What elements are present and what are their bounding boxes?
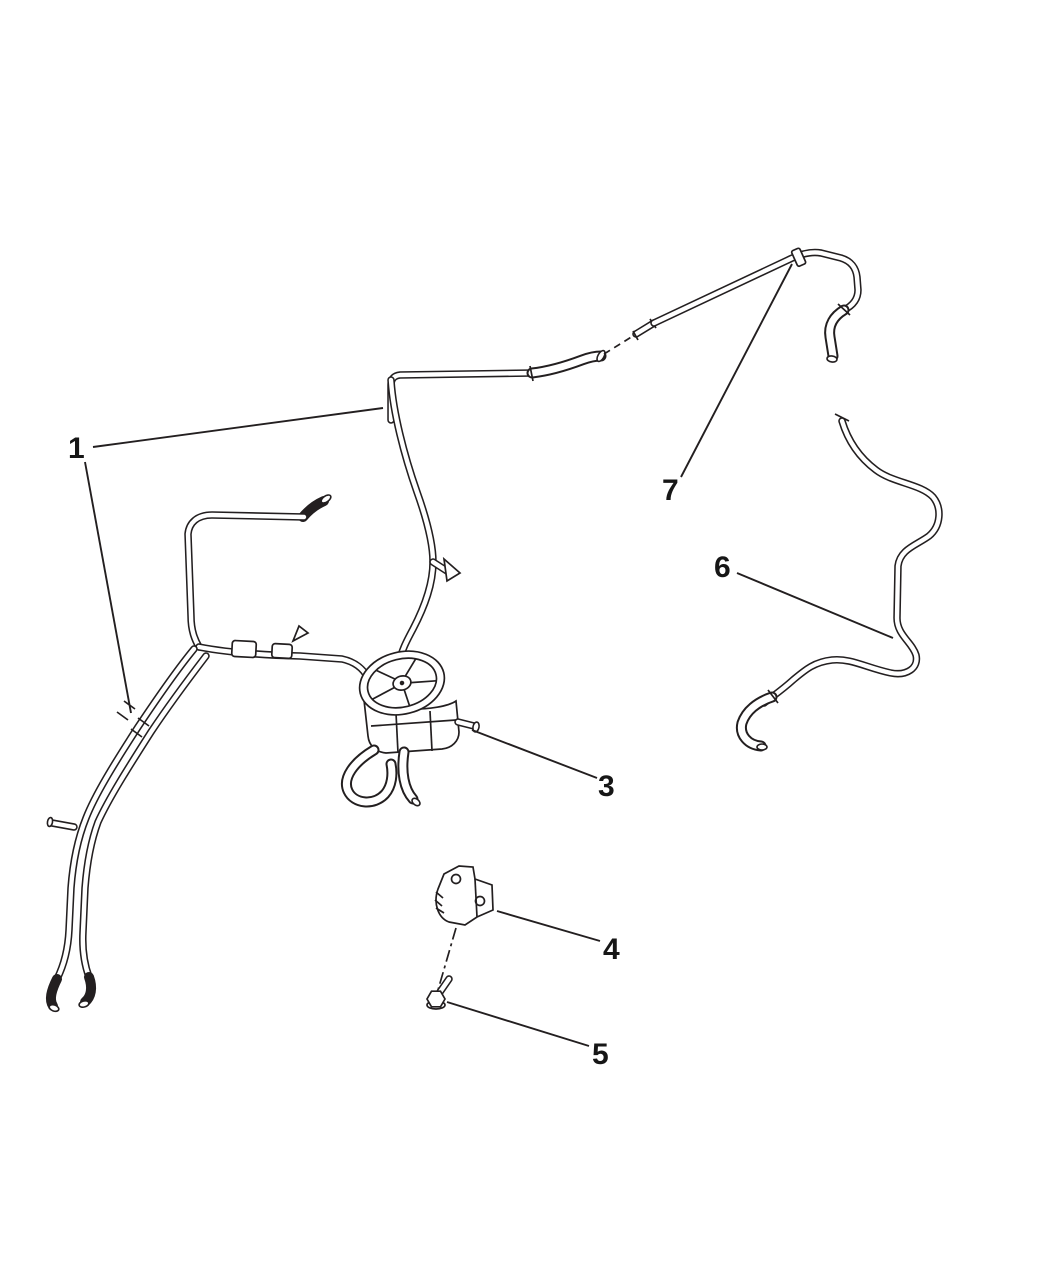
leak-detection-pump-3 [346,650,480,808]
callout-label-1: 1 [68,432,85,465]
disc-spoke [371,686,395,701]
callout-6: 6 [714,551,894,639]
callout-label-5: 5 [592,1038,609,1071]
bolt-centerline [437,927,457,991]
bracket-hole [474,895,486,907]
disc-spoke [404,658,417,677]
hose-end [45,974,62,1011]
tube-path [391,373,532,420]
callout-label-4: 4 [603,933,620,966]
leader-line [736,572,894,639]
hose-clamp-tick [837,303,851,316]
callout-3: 3 [471,729,615,803]
fitting-end-tick [632,330,639,341]
bracket-hole [450,873,462,885]
bracket-hatch [434,899,443,907]
hose-open-end [826,355,838,363]
callout-4: 4 [496,910,620,966]
callout-5: 5 [446,1001,609,1071]
vapor-tube-7 [654,247,858,363]
leader-line [92,407,384,448]
hose-open-end [756,743,768,751]
stub-open-end [46,816,54,828]
tube-highlight [391,380,433,661]
hose-clamp-tick [767,689,779,704]
tube-clip [790,247,807,268]
disc-spoke [375,669,396,680]
alignment-dashed-link [603,318,656,355]
hose-clamp-tick [137,717,150,727]
tube-highlight [83,656,206,1002]
dashed-line [603,335,634,355]
vapor-tube-6 [741,413,939,751]
callout-1: 1 [68,407,384,714]
bracket-hatch [435,907,445,914]
hose-clamp-tick [529,365,534,382]
leader-line [680,263,793,478]
pump-disc [358,650,446,716]
pump-body-line [429,710,433,752]
bolt-5 [426,927,457,1010]
inline-fitting [270,642,294,660]
bolt-head [426,990,446,1008]
elbow-open-end [320,494,332,504]
callouts: 1 7 6 3 4 5 [68,263,894,1071]
hose-clamp-tick [130,728,143,738]
mounting-bracket-4 [434,865,494,926]
tube-path [83,656,206,1002]
tube-highlight [391,373,532,420]
pump-body-line [395,712,399,754]
tube-path [654,252,858,323]
hose-end [80,972,97,1007]
hose-open-end [78,1000,90,1008]
tube-highlight [188,515,304,647]
hose-open-end [596,349,606,363]
disc-spoke [410,679,437,684]
disc-inner-rim [366,657,438,709]
pump-body-line [370,719,457,727]
disc-spoke [403,689,411,707]
callout-7: 7 [662,263,793,507]
tube-harness-1 [45,349,607,1013]
hose-open-end [48,1003,60,1013]
callout-label-7: 7 [662,474,679,507]
leader-line [496,910,601,942]
hose-open-end [411,797,421,807]
hose-clamp-tick [116,711,129,721]
leader-line [446,1001,590,1047]
tube-path [188,515,304,647]
leader-line [84,461,132,714]
bracket-outline [435,865,494,926]
disc-hub-center [399,680,405,686]
inline-fitting [230,639,258,659]
leader-line [471,729,598,779]
bracket-hatch [435,891,444,899]
retainer-clip [442,556,462,583]
callout-label-6: 6 [714,551,731,584]
retainer-clip [291,624,310,643]
callout-label-3: 3 [598,770,615,803]
